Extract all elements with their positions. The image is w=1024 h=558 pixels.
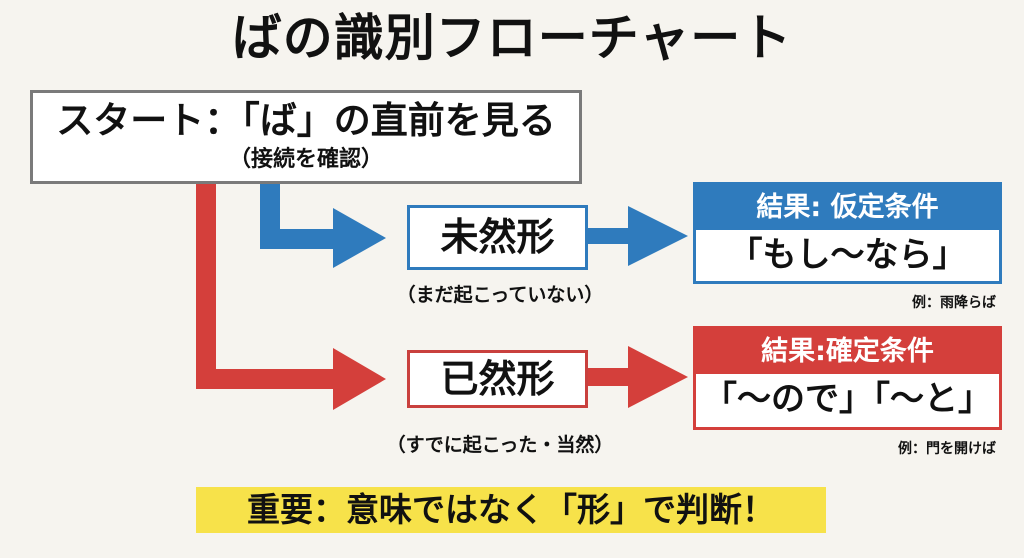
example-izen: 例：門を開けば	[898, 441, 996, 457]
result-header: 結果:確定条件	[696, 329, 999, 374]
result-header: 結果: 仮定条件	[696, 185, 999, 230]
form-box-izen: 已然形	[407, 350, 588, 408]
start-box: スタート：「ば」の直前を見る （接続を確認）	[30, 90, 582, 184]
result-box-hypothetical: 結果: 仮定条件 「もし～なら」	[693, 182, 1002, 284]
example-mizen: 例：雨降らば	[912, 295, 996, 311]
result-box-definite: 結果:確定条件 「～ので」「～と」	[693, 326, 1002, 430]
page-title: ばの識別フローチャート	[231, 9, 793, 67]
result-body: 「～ので」「～と」	[703, 379, 992, 419]
form-note-mizen: （まだ起こっていない）	[396, 284, 604, 306]
form-box-mizen: 未然形	[407, 205, 588, 270]
form-note-izen: （すでに起こった・当然）	[386, 434, 614, 456]
blue-connector-arrow	[260, 183, 386, 268]
start-sublabel: （接続を確認）	[228, 147, 383, 172]
red-connector-arrow	[196, 183, 386, 410]
important-banner: 重要：意味ではなく「形」で判断！	[196, 487, 826, 533]
start-label: スタート：「ば」の直前を見る	[56, 99, 556, 142]
blue-result-arrow	[588, 206, 688, 266]
result-body: 「もし～なら」	[728, 235, 967, 275]
red-result-arrow	[588, 346, 688, 408]
